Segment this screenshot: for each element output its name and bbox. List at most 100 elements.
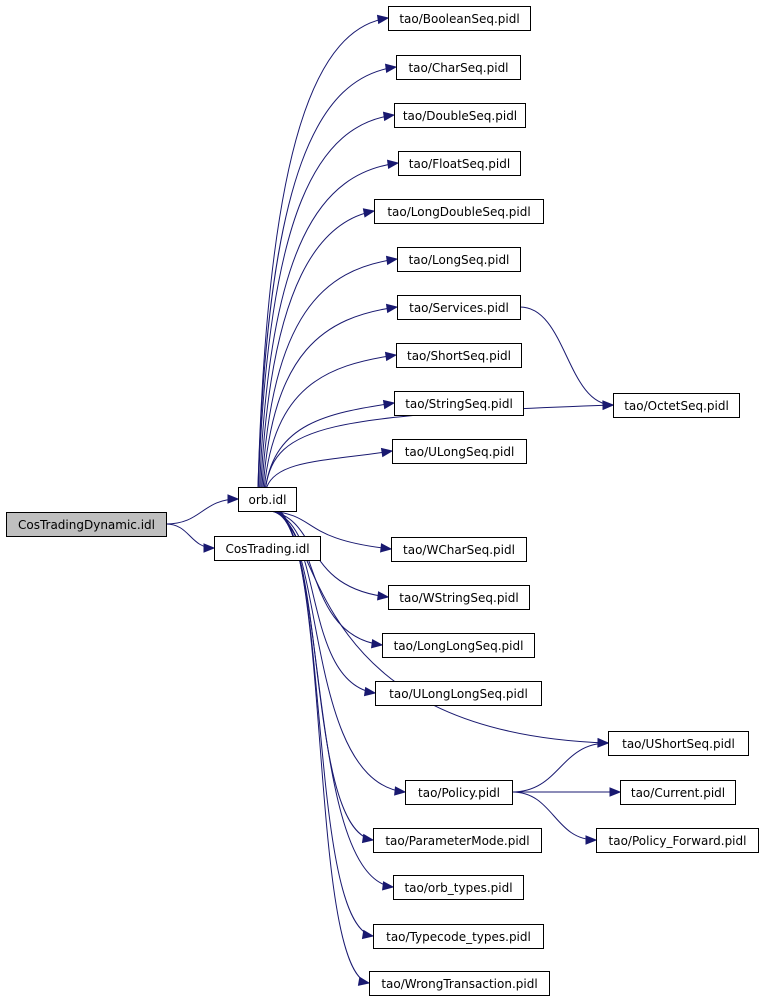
node-box [396,343,522,368]
node-wrongtransaction[interactable]: tao/WrongTransaction.pidl [369,971,550,996]
arrowhead [361,833,375,844]
arrowhead [357,976,371,986]
node-label: tao/StringSeq.pidl [405,397,513,411]
node-costrading[interactable]: CosTrading.idl [214,536,321,561]
node-longseq[interactable]: tao/LongSeq.pidl [397,247,521,272]
arrowhead [377,591,390,601]
node-ushortseq[interactable]: tao/UShortSeq.pidl [608,731,749,756]
node-box [396,55,521,80]
edge-orb-to-longlongseq [271,510,383,646]
node-charseq[interactable]: tao/CharSeq.pidl [396,55,521,80]
node-policy[interactable]: tao/Policy.pidl [405,780,513,805]
arrowhead [385,303,399,314]
arrowhead [385,255,399,266]
node-box [608,731,749,756]
node-current[interactable]: tao/Current.pidl [620,780,736,805]
node-booleanseq[interactable]: tao/BooleanSeq.pidl [388,6,531,31]
edge-orb-to-typecodetypes [278,510,374,937]
node-orb[interactable]: orb.idl [238,487,297,512]
node-label: tao/FloatSeq.pidl [409,157,510,171]
node-orbtypes[interactable]: tao/orb_types.pidl [393,875,524,900]
node-ulongseq[interactable]: tao/ULongSeq.pidl [392,439,527,464]
node-box [6,512,167,537]
arrowhead [394,786,407,796]
edge-policy-to-ushortseq [511,742,609,793]
node-box [620,780,736,805]
node-label: tao/Typecode_types.pidl [386,930,531,944]
node-parametermode[interactable]: tao/ParameterMode.pidl [373,828,542,853]
arrowhead [384,351,398,362]
node-box [214,536,321,561]
node-box [398,151,521,176]
arrowhead [609,787,622,797]
node-doubleseq[interactable]: tao/DoubleSeq.pidl [394,103,526,128]
node-box [388,585,530,610]
arrowhead [382,111,396,122]
node-box [394,391,524,416]
node-label: orb.idl [249,493,287,507]
node-box [388,6,531,31]
arrowhead [380,447,394,458]
edge-orb-to-longseq [261,258,398,488]
node-label: tao/Current.pidl [631,786,725,800]
arrowhead [380,543,393,553]
arrowhead [384,63,398,74]
node-services[interactable]: tao/Services.pidl [397,295,521,320]
edge-orb-to-stringseq [265,402,395,488]
node-label: tao/LongDoubleSeq.pidl [387,205,530,219]
arrowhead [227,494,240,504]
node-label: tao/OctetSeq.pidl [624,399,729,413]
edge-root-to-orb [165,498,239,525]
edge-orb-to-shortseq [263,354,397,488]
arrowhead [585,835,598,845]
node-longlongseq[interactable]: tao/LongLongSeq.pidl [382,633,535,658]
node-box [373,828,542,853]
node-box [613,393,740,418]
node-label: tao/LongLongSeq.pidl [394,639,524,653]
node-box [405,780,513,805]
node-box [238,487,297,512]
node-policyforward[interactable]: tao/Policy_Forward.pidl [596,828,759,853]
node-ulonglongseq[interactable]: tao/ULongLongSeq.pidl [375,681,542,706]
node-wcharseq[interactable]: tao/WCharSeq.pidl [391,537,527,562]
arrowhead [382,881,395,891]
edge-orb-to-longdoubleseq [260,210,375,488]
arrowhead [361,929,375,940]
node-label: tao/ULongLongSeq.pidl [389,687,528,701]
node-label: CosTrading.idl [225,542,309,556]
node-longdoubleseq[interactable]: tao/LongDoubleSeq.pidl [374,199,544,224]
node-label: tao/Services.pidl [409,301,509,315]
node-wstringseq[interactable]: tao/WStringSeq.pidl [388,585,530,610]
node-typecodetypes[interactable]: tao/Typecode_types.pidl [373,924,544,949]
node-label: tao/orb_types.pidl [404,881,512,895]
node-box [374,199,544,224]
node-label: tao/BooleanSeq.pidl [399,12,519,26]
node-label: tao/LongSeq.pidl [409,253,510,267]
edge-orb-to-wcharseq [269,510,392,550]
arrowhead [376,14,390,25]
edge-services-to-octetseq [519,306,614,406]
node-label: tao/CharSeq.pidl [408,61,508,75]
edge-orb-to-charseq [257,66,397,488]
node-label: tao/WStringSeq.pidl [399,591,518,605]
node-shortseq[interactable]: tao/ShortSeq.pidl [396,343,522,368]
node-box [382,633,535,658]
node-label: tao/WrongTransaction.pidl [381,977,537,991]
edge-policy-to-policyforward [511,791,597,841]
edge-orb-to-booleanseq [257,17,389,488]
arrowhead [382,399,396,410]
node-root[interactable]: CosTradingDynamic.idl [6,512,167,537]
edge-orb-to-floatseq [259,162,399,488]
node-label: CosTradingDynamic.idl [18,518,155,532]
edge-orb-to-ushortseq [273,510,609,744]
edge-orb-to-doubleseq [257,114,395,488]
edge-orb-to-wrongtransaction [279,510,370,984]
node-box [397,295,521,320]
node-box [397,247,521,272]
node-stringseq[interactable]: tao/StringSeq.pidl [394,391,524,416]
node-octetseq[interactable]: tao/OctetSeq.pidl [613,393,740,418]
arrowhead [602,400,615,410]
node-floatseq[interactable]: tao/FloatSeq.pidl [398,151,521,176]
node-label: tao/Policy_Forward.pidl [609,834,747,848]
arrowhead [597,738,610,748]
